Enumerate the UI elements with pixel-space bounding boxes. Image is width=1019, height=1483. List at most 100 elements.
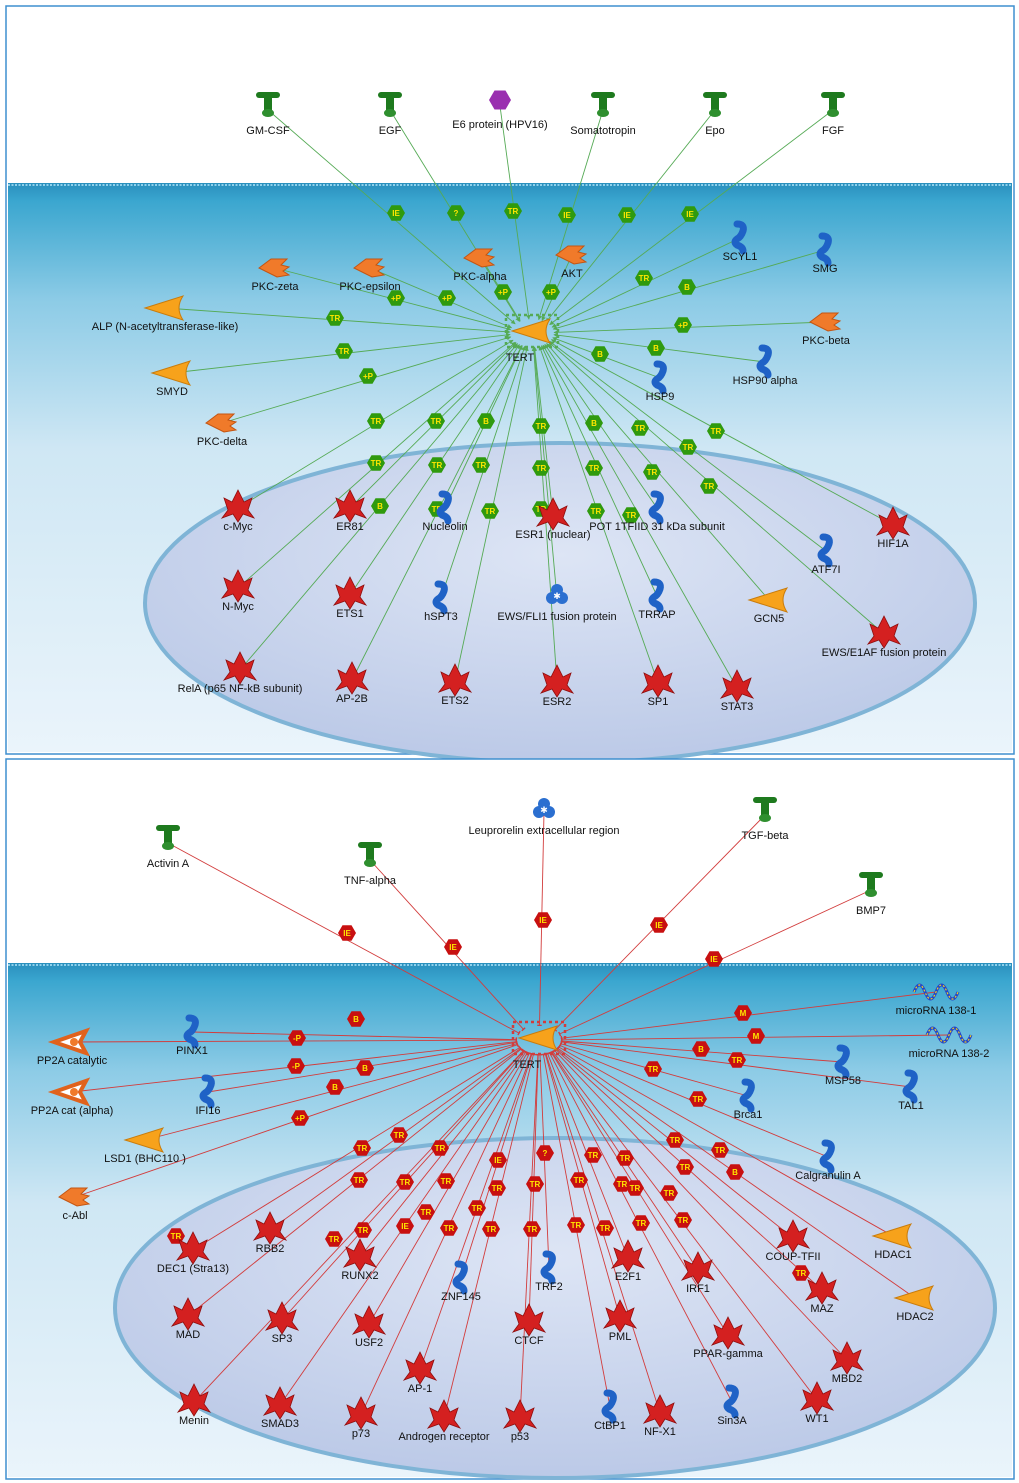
svg-text:TR: TR <box>670 1136 681 1145</box>
node-p53[interactable]: p53 <box>502 1399 538 1443</box>
node-tert-center[interactable]: TERT <box>511 1020 567 1071</box>
node-calgranulin-a[interactable]: Calgranulin A <box>795 1139 861 1182</box>
node-trf2[interactable]: TRF2 <box>535 1250 563 1293</box>
node-msp58[interactable]: MSP58 <box>825 1044 861 1087</box>
svg-text:TR: TR <box>704 482 715 491</box>
node-microrna-138-2[interactable]: microRNA 138-2 <box>909 1026 990 1060</box>
node-ap-1[interactable]: AP-1 <box>402 1351 438 1395</box>
node-rela-p65-nf-kb-subunit[interactable]: RelA (p65 NF-kB subunit) <box>178 651 303 695</box>
badge-green-b: B <box>647 340 665 356</box>
node-mbd2[interactable]: MBD2 <box>829 1341 865 1385</box>
node-c-myc[interactable]: c-Myc <box>220 489 256 533</box>
node-gm-csf[interactable]: GM-CSF <box>246 92 290 137</box>
node-sin3a[interactable]: Sin3A <box>717 1384 747 1427</box>
node-pkc-zeta[interactable]: PKC-zeta <box>251 258 299 293</box>
node-pkc-alpha[interactable]: PKC-alpha <box>453 248 507 283</box>
svg-text:TR: TR <box>441 1177 452 1186</box>
node-trrap[interactable]: TRRAP <box>638 578 676 621</box>
node-label: ALP (N-acetyltransferase-like) <box>92 321 239 333</box>
node-bmp7[interactable]: BMP7 <box>856 872 886 917</box>
node-tert-center[interactable]: TERT <box>504 313 560 364</box>
node-esr1-nuclear[interactable]: ESR1 (nuclear) <box>515 497 591 541</box>
node-tnf-alpha[interactable]: TNF-alpha <box>344 842 397 887</box>
node-brca1[interactable]: Brca1 <box>734 1078 763 1121</box>
node-nucleolin[interactable]: Nucleolin <box>422 490 468 533</box>
badge-green-ie: IE <box>558 207 576 223</box>
node-smyd[interactable]: SMYD <box>150 360 192 398</box>
badge-red-tr: TR <box>167 1228 185 1244</box>
node-hsp9[interactable]: HSP9 <box>646 360 675 403</box>
node-hdac1[interactable]: HDAC1 <box>871 1223 913 1261</box>
node-mad[interactable]: MAD <box>170 1297 206 1341</box>
node-znf145[interactable]: ZNF145 <box>441 1260 481 1303</box>
node-pml[interactable]: PML <box>602 1299 638 1343</box>
node-fgf[interactable]: FGF <box>821 92 845 137</box>
node-ap-2b[interactable]: AP-2B <box>334 661 370 705</box>
node-label: E2F1 <box>615 1271 641 1283</box>
node-dec1-stra13[interactable]: DEC1 (Stra13) <box>157 1231 229 1275</box>
node-pot-1tfiid-31-kda-subunit[interactable]: POT 1TFIID 31 kDa subunit <box>589 490 725 533</box>
node-ews-e1af-fusion-protein[interactable]: EWS/E1AF fusion protein <box>822 615 947 659</box>
node-smg[interactable]: SMG <box>812 232 838 275</box>
node-stat3[interactable]: STAT3 <box>719 669 755 713</box>
node-ews-fli1-fusion-protein[interactable]: ✱EWS/FLI1 fusion protein <box>497 584 617 623</box>
node-coup-tfii[interactable]: COUP-TFII <box>766 1219 821 1263</box>
badge-green-ie: IE <box>681 206 699 222</box>
node-er81[interactable]: ER81 <box>332 489 368 533</box>
node-ctbp1[interactable]: CtBP1 <box>594 1389 626 1432</box>
node-pkc-epsilon[interactable]: PKC-epsilon <box>339 258 401 293</box>
node-e6-protein-hpv16[interactable]: E6 protein (HPV16) <box>452 90 548 132</box>
node-hspt3[interactable]: hSPT3 <box>424 580 458 623</box>
node-usf2[interactable]: USF2 <box>351 1305 387 1349</box>
node-ifi16[interactable]: IFI16 <box>195 1074 221 1117</box>
svg-text:TR: TR <box>664 1189 675 1198</box>
node-ets1[interactable]: ETS1 <box>332 576 368 620</box>
node-n-myc[interactable]: N-Myc <box>220 569 256 613</box>
node-e2f1[interactable]: E2F1 <box>610 1239 646 1283</box>
node-pinx1[interactable]: PINX1 <box>176 1014 208 1057</box>
node-tal1[interactable]: TAL1 <box>898 1069 924 1112</box>
node-activin-a[interactable]: Activin A <box>147 825 190 870</box>
node-pp2a-cat-alpha[interactable]: PP2A cat (alpha) <box>31 1077 114 1117</box>
node-ppar-gamma[interactable]: PPAR-gamma <box>693 1316 764 1360</box>
node-hif1a[interactable]: HIF1A <box>875 506 911 550</box>
node-androgen-receptor[interactable]: Androgen receptor <box>398 1399 490 1443</box>
node-lsd1-bhc110[interactable]: LSD1 (BHC110 ) <box>104 1127 186 1165</box>
node-pkc-beta[interactable]: PKC-beta <box>802 312 851 347</box>
node-irf1[interactable]: IRF1 <box>680 1251 716 1295</box>
node-alp-n-acetyltransferase-like[interactable]: ALP (N-acetyltransferase-like) <box>92 295 239 333</box>
node-akt[interactable]: AKT <box>555 245 588 280</box>
node-menin[interactable]: Menin <box>176 1383 212 1427</box>
node-maz[interactable]: MAZ <box>804 1271 840 1315</box>
node-smad3[interactable]: SMAD3 <box>261 1386 299 1430</box>
node-hdac2[interactable]: HDAC2 <box>893 1285 935 1323</box>
node-epo[interactable]: Epo <box>703 92 727 137</box>
node-nf-x1[interactable]: NF-X1 <box>642 1394 678 1438</box>
node-pkc-delta[interactable]: PKC-delta <box>197 413 248 448</box>
edge-hdac1-to-tert <box>557 1044 894 1237</box>
node-microrna-138-1[interactable]: microRNA 138-1 <box>896 983 977 1017</box>
badge-red-tr: TR <box>676 1159 694 1175</box>
node-leuprorelin-extracellular-region[interactable]: ✱Leuprorelin extracellular region <box>468 798 620 837</box>
node-runx2[interactable]: RUNX2 <box>341 1238 379 1282</box>
node-rbb2[interactable]: RBB2 <box>252 1211 288 1255</box>
node-atf7i[interactable]: ATF7I <box>811 533 841 576</box>
node-pp2a-catalytic[interactable]: PP2A catalytic <box>37 1027 108 1067</box>
node-sp1[interactable]: SP1 <box>640 664 676 708</box>
node-c-abl[interactable]: c-Abl <box>58 1187 91 1222</box>
node-wt1[interactable]: WT1 <box>799 1381 835 1425</box>
node-label: ATF7I <box>811 564 840 576</box>
node-hsp90-alpha[interactable]: HSP90 alpha <box>733 344 799 387</box>
node-egf[interactable]: EGF <box>378 92 402 137</box>
node-ets2[interactable]: ETS2 <box>437 663 473 707</box>
svg-text:IE: IE <box>539 916 547 925</box>
node-gcn5[interactable]: GCN5 <box>747 587 789 625</box>
node-somatotropin[interactable]: Somatotropin <box>570 92 636 137</box>
node-tgf-beta[interactable]: TGF-beta <box>741 797 789 842</box>
node-label: AP-1 <box>408 1383 432 1395</box>
node-ctcf[interactable]: CTCF <box>511 1303 547 1347</box>
node-scyl1[interactable]: SCYL1 <box>723 220 758 263</box>
node-esr2[interactable]: ESR2 <box>539 664 575 708</box>
node-sp3[interactable]: SP3 <box>264 1301 300 1345</box>
node-p73[interactable]: p73 <box>343 1396 379 1440</box>
